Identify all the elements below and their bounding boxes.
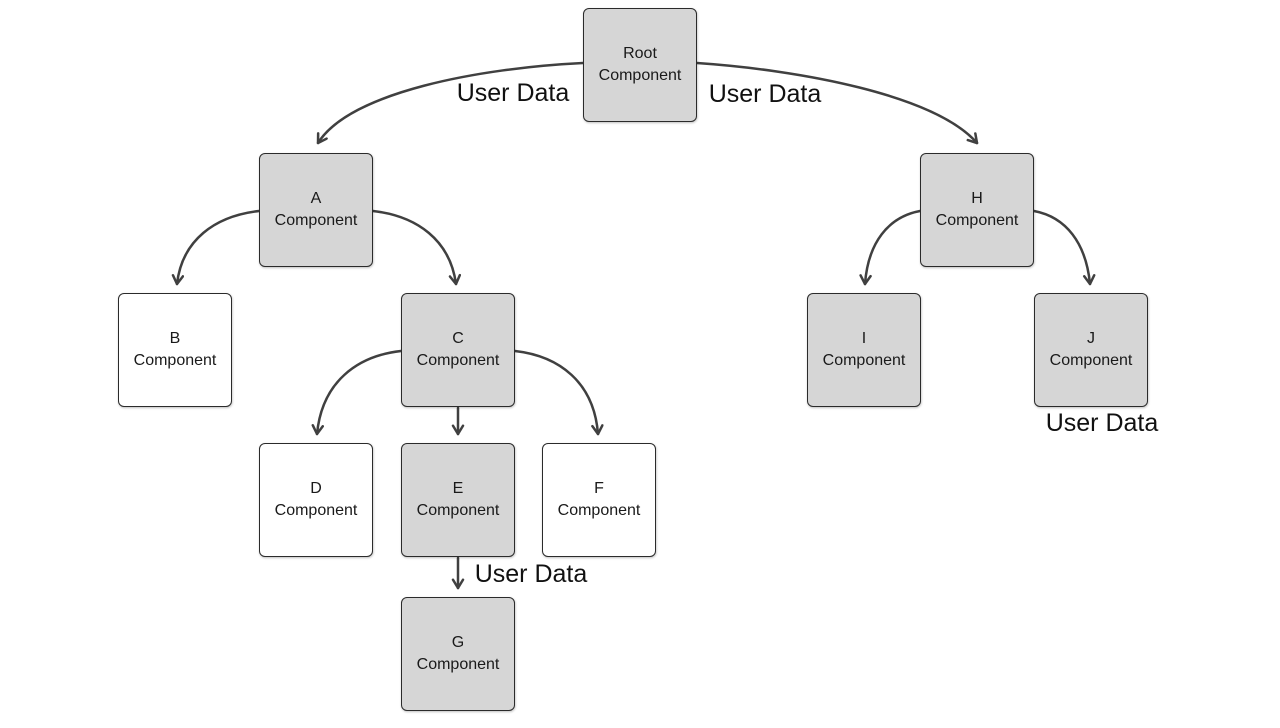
edge-label-user-data-root-h: User Data	[708, 80, 822, 108]
node-i-type: Component	[822, 352, 906, 369]
node-c-type: Component	[416, 352, 500, 369]
node-e-component: E Component	[401, 443, 515, 557]
edge-a-to-b	[171, 209, 261, 286]
node-root-component: Root Component	[583, 8, 697, 122]
node-d-type: Component	[274, 502, 358, 519]
node-e-type: Component	[416, 502, 500, 519]
node-b-type: Component	[133, 352, 217, 369]
node-f-component: F Component	[542, 443, 656, 557]
node-a-type: Component	[274, 212, 358, 229]
edge-label-user-data-e-g: User Data	[474, 560, 588, 588]
node-root-name: Root	[623, 45, 657, 62]
node-i-name: I	[861, 330, 867, 347]
node-h-component: H Component	[920, 153, 1034, 267]
node-h-type: Component	[935, 212, 1019, 229]
node-j-component: J Component	[1034, 293, 1148, 407]
node-a-name: A	[310, 190, 322, 207]
edge-c-to-d	[311, 349, 403, 436]
node-f-type: Component	[557, 502, 641, 519]
node-c-name: C	[452, 330, 464, 347]
node-c-component: C Component	[401, 293, 515, 407]
edge-label-user-data-j: User Data	[1045, 409, 1159, 437]
edge-label-user-data-root-a: User Data	[456, 79, 570, 107]
edge-a-to-c	[371, 209, 462, 286]
edge-c-to-f	[513, 349, 604, 436]
node-g-name: G	[451, 634, 465, 651]
node-g-component: G Component	[401, 597, 515, 711]
node-h-name: H	[971, 190, 983, 207]
node-b-name: B	[169, 330, 181, 347]
node-f-name: F	[594, 480, 604, 497]
node-e-name: E	[452, 480, 464, 497]
edge-h-to-j	[1032, 209, 1096, 286]
node-a-component: A Component	[259, 153, 373, 267]
node-j-type: Component	[1049, 352, 1133, 369]
node-i-component: I Component	[807, 293, 921, 407]
node-d-name: D	[310, 480, 322, 497]
edge-h-to-i	[859, 209, 922, 286]
node-g-type: Component	[416, 656, 500, 673]
node-root-type: Component	[598, 67, 682, 84]
node-b-component: B Component	[118, 293, 232, 407]
node-j-name: J	[1087, 330, 1095, 347]
node-d-component: D Component	[259, 443, 373, 557]
